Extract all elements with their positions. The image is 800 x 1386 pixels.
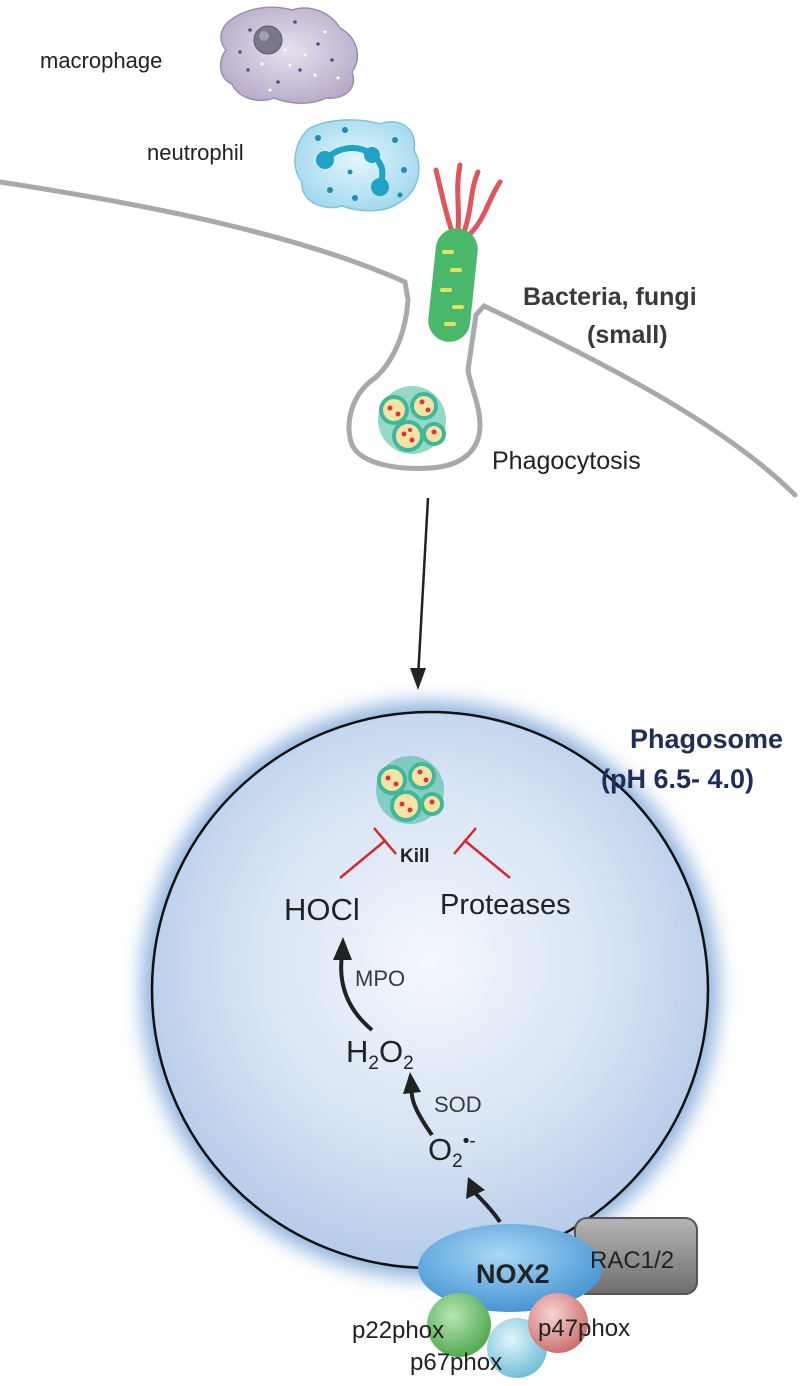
macrophage-label: macrophage — [40, 48, 162, 73]
hocl-label: HOCl — [284, 892, 360, 927]
sod-label: SOD — [434, 1092, 482, 1117]
mpo-arrow — [339, 954, 374, 1032]
p22phox-subunit — [427, 1293, 491, 1357]
bacteria-label-line2: (small) — [587, 321, 668, 349]
cell-membrane — [0, 179, 798, 498]
phagocytosis-label: Phagocytosis — [492, 447, 641, 475]
superoxide-label: O2•- — [428, 1131, 476, 1172]
hocl-inhibit-line — [339, 827, 397, 879]
protease-inhibit-line — [453, 827, 511, 879]
phagosome-label-line1: Phagosome — [630, 724, 783, 754]
neutrophil-label: neutrophil — [147, 140, 244, 165]
nox2-label: NOX2 — [476, 1259, 550, 1289]
p22phox-label: p22phox — [352, 1317, 444, 1344]
proteases-label: Proteases — [440, 889, 571, 921]
transition-arrow — [416, 497, 430, 679]
mpo-label: MPO — [355, 966, 405, 991]
sod-arrowhead — [403, 1072, 421, 1094]
p47phox-subunit — [528, 1293, 588, 1353]
engulfed-microbe-icon — [378, 386, 446, 454]
p47phox-label: p47phox — [538, 1315, 630, 1342]
phagosome-microbe-icon — [376, 756, 444, 824]
macrophage-icon — [219, 6, 359, 104]
transition-arrowhead — [410, 668, 426, 690]
phagosome-label-line2: (pH 6.5- 4.0) — [601, 764, 754, 794]
mpo-arrowhead — [333, 937, 352, 960]
kill-label: Kill — [400, 846, 430, 867]
neutrophil-icon — [294, 119, 420, 212]
h2o2-label: H2O2 — [346, 1034, 414, 1074]
nox-arrowhead — [466, 1177, 485, 1199]
nox2-complex — [418, 1217, 698, 1378]
p67phox-label: p67phox — [410, 1349, 502, 1376]
nox2-body — [418, 1224, 602, 1312]
rac-label: RAC1/2 — [590, 1247, 674, 1274]
bacteria-label-line1: Bacteria, fungi — [523, 283, 697, 311]
bacterium-icon — [428, 162, 503, 342]
